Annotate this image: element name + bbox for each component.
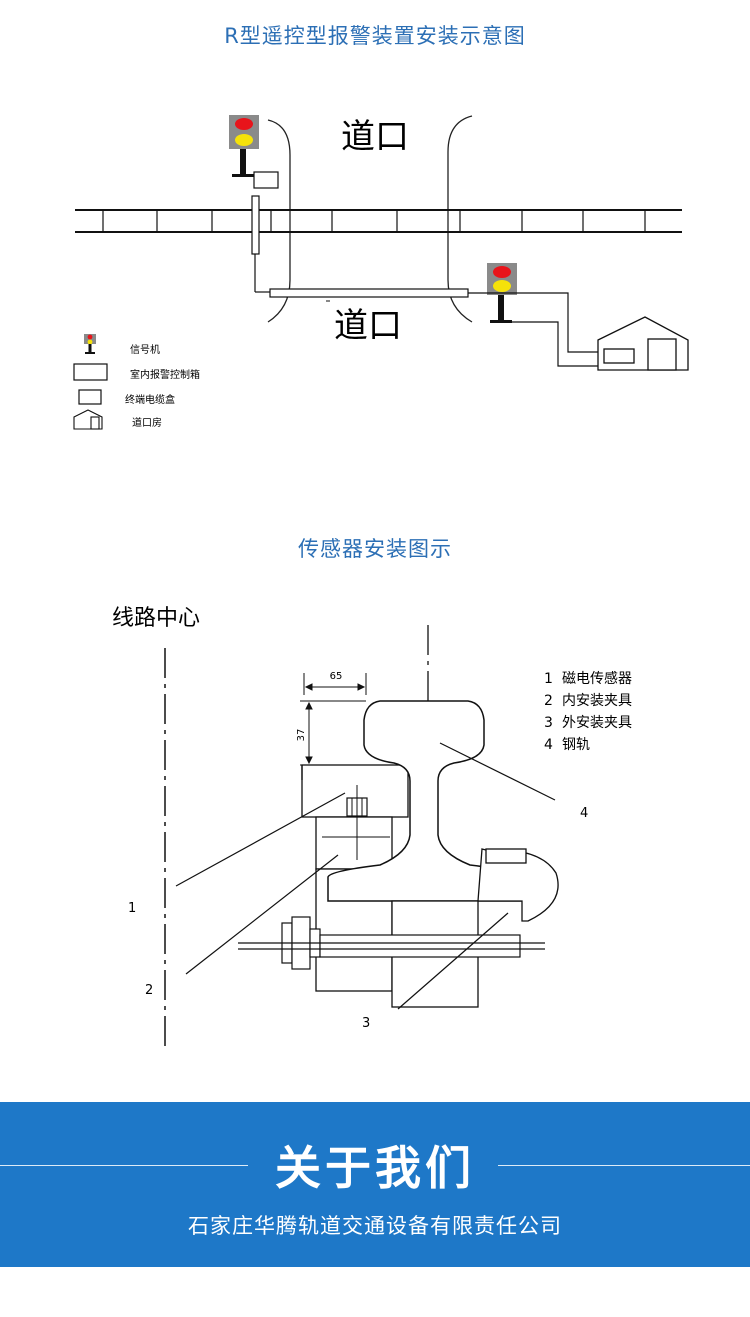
signal-icon bbox=[84, 334, 96, 354]
through-bolt bbox=[238, 916, 545, 970]
dimension-37-label: 37 bbox=[296, 729, 307, 742]
callout-2: 2 bbox=[145, 983, 153, 998]
outer-clamp bbox=[391, 848, 559, 1008]
banner-divider-right bbox=[498, 1165, 750, 1166]
part-num-4: 4 bbox=[544, 737, 553, 753]
part-num-3: 3 bbox=[544, 715, 553, 731]
terminal-box-left bbox=[253, 171, 279, 189]
signal-left bbox=[229, 115, 259, 177]
cables-to-house bbox=[468, 292, 603, 367]
diagram1-title: R型遥控型报警装置安装示意图 bbox=[224, 24, 526, 48]
part-name-4: 钢轨 bbox=[562, 737, 590, 753]
crossing-label-bottom: 道口 bbox=[334, 306, 402, 346]
callout-lines bbox=[175, 742, 556, 1010]
callout-3: 3 bbox=[362, 1016, 370, 1031]
callout-1: 1 bbox=[128, 901, 136, 916]
legend: 信号机 室内报警控制箱 终端电缆盒 道口房 bbox=[73, 334, 200, 430]
parts-list: 1 磁电传感器 2 内安装夹具 3 外安装夹具 4 钢轨 bbox=[544, 670, 632, 753]
legend-label-control-box: 室内报警控制箱 bbox=[130, 368, 200, 381]
part-num-2: 2 bbox=[544, 693, 553, 709]
road-edges bbox=[267, 115, 473, 323]
part-name-1: 磁电传感器 bbox=[562, 670, 632, 687]
control-box-icon bbox=[73, 363, 108, 381]
sensor-installation-diagram: 线路中心 65 37 bbox=[112, 606, 632, 1050]
conduit-vertical bbox=[251, 195, 260, 255]
about-us-title: 关于我们 bbox=[275, 1141, 475, 1195]
part-name-2: 内安装夹具 bbox=[562, 693, 632, 709]
diagram2-title: 传感器安装图示 bbox=[298, 537, 452, 561]
about-us-banner: 关于我们 石家庄华腾轨道交通设备有限责任公司 bbox=[0, 1102, 750, 1267]
dimension-65 bbox=[303, 673, 367, 695]
terminal-box-icon bbox=[78, 389, 102, 405]
crossing-layout-diagram: 道口 道口 信号机 室内报警控制箱 终端电缆盒 道口房 bbox=[73, 115, 689, 430]
crossing-house-icon bbox=[73, 409, 103, 430]
legend-label-terminal-box: 终端电缆盒 bbox=[125, 393, 175, 406]
signal-right bbox=[487, 263, 517, 323]
dimension-65-label: 65 bbox=[330, 671, 343, 682]
line-center-label: 线路中心 bbox=[112, 606, 200, 631]
callout-4: 4 bbox=[580, 806, 588, 821]
crossing-house bbox=[597, 316, 689, 371]
legend-label-signal: 信号机 bbox=[130, 343, 160, 356]
legend-label-crossing-house: 道口房 bbox=[132, 416, 162, 429]
part-num-1: 1 bbox=[544, 671, 553, 687]
company-name: 石家庄华腾轨道交通设备有限责任公司 bbox=[188, 1214, 562, 1238]
cable-pipe bbox=[269, 288, 469, 298]
part-name-3: 外安装夹具 bbox=[562, 715, 632, 731]
crossing-label-top: 道口 bbox=[341, 117, 409, 157]
inner-clamp bbox=[315, 816, 393, 992]
banner-divider-left bbox=[0, 1165, 248, 1166]
railway-track bbox=[75, 209, 682, 233]
